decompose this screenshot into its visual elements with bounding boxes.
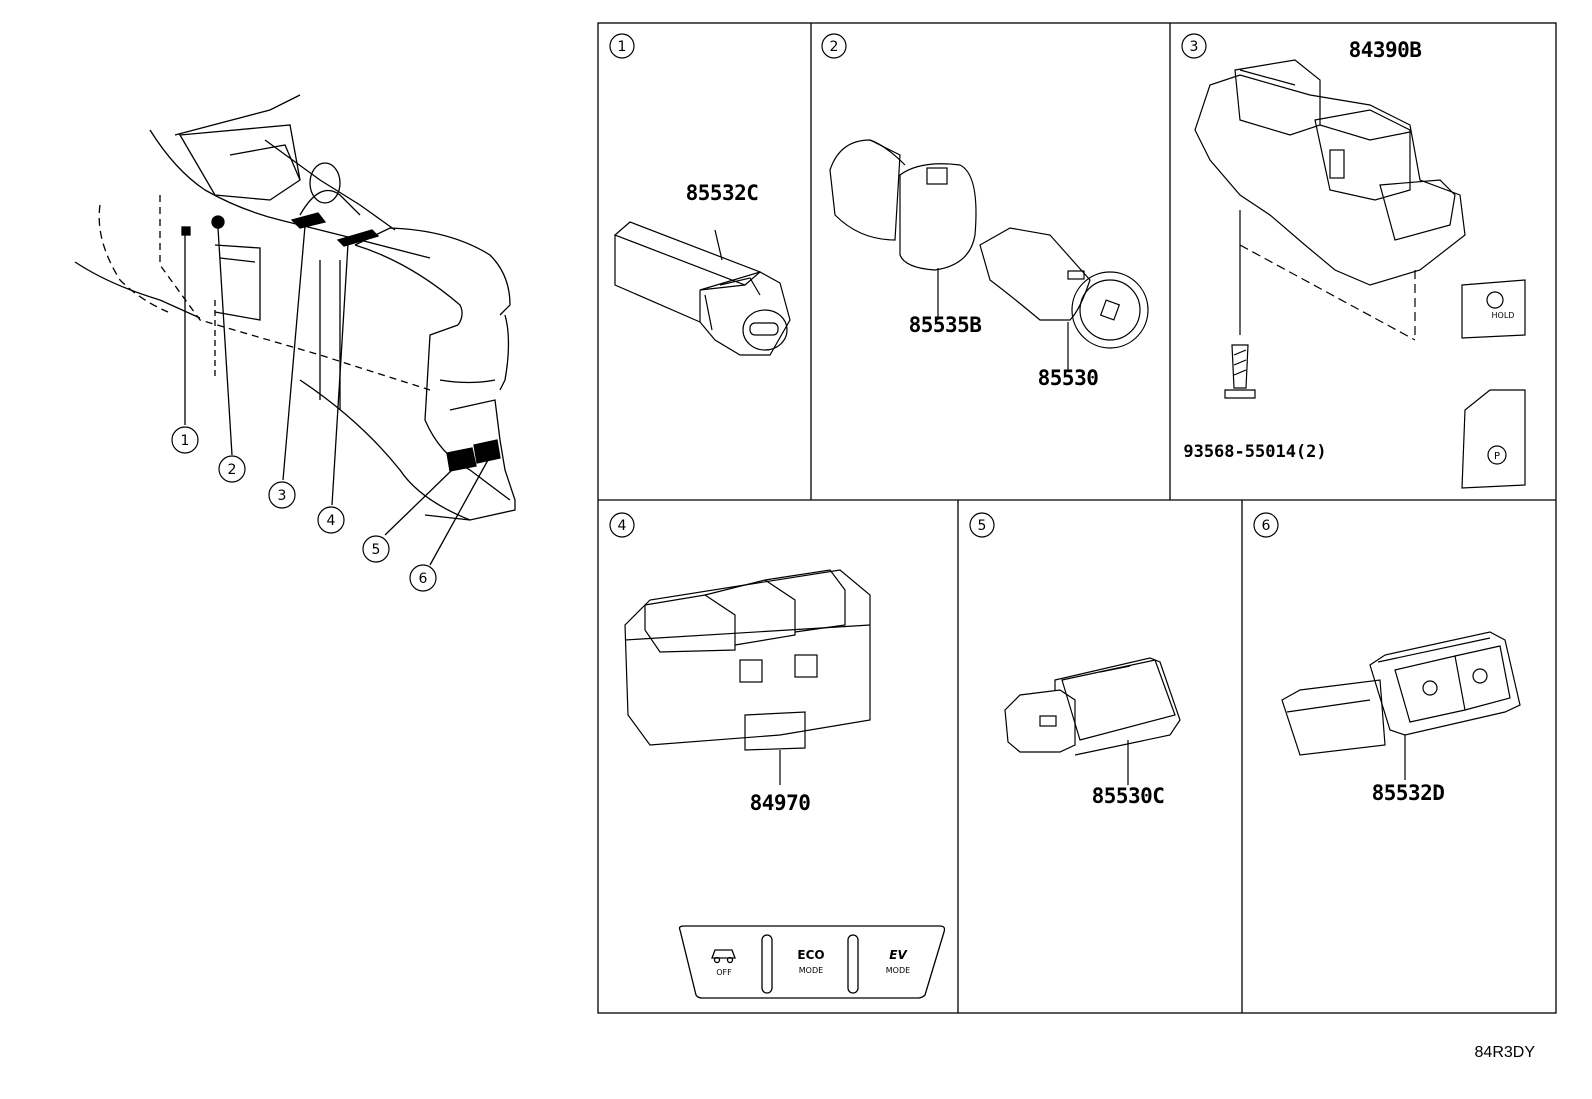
console-overview-illustration	[74, 94, 516, 566]
mode-switch-illustration	[624, 569, 871, 785]
callout-label-4: 4	[327, 513, 336, 529]
eco-button-title: ECO	[797, 948, 824, 962]
callout-label-3: 3	[278, 488, 287, 504]
hold-icon	[1486, 291, 1504, 309]
ev-button-sub: MODE	[886, 966, 910, 975]
panel-1-number: 1	[618, 39, 627, 55]
mode-button-1-label: OFF	[716, 968, 732, 977]
diagram-reference-code: 84R3DY	[1475, 1044, 1536, 1061]
part-84970-label: 84970	[750, 791, 811, 815]
traction-off-icon	[711, 949, 736, 964]
overview-callouts	[171, 426, 437, 592]
part-85532D-label: 85532D	[1372, 781, 1445, 805]
callout-label-1: 1	[181, 433, 190, 449]
part-85535B-label: 85535B	[909, 313, 982, 337]
eco-button-sub: MODE	[799, 966, 823, 975]
outlet-85530C-illustration	[1004, 657, 1181, 785]
dual-usb-85532D-illustration	[1281, 631, 1521, 780]
part-93568-55014-label: 93568-55014(2)	[1183, 442, 1326, 462]
hold-switch-label: HOLD	[1492, 311, 1515, 320]
part-85532C-label: 85532C	[686, 181, 759, 205]
part-85530C-label: 85530C	[1092, 784, 1165, 808]
panel-number-circles	[609, 33, 1279, 538]
power-outlet-illustration	[829, 139, 1149, 370]
callout-label-6: 6	[419, 571, 428, 587]
callout-label-2: 2	[228, 462, 237, 478]
part-85530-label: 85530	[1038, 366, 1099, 390]
panel-6-number: 6	[1262, 518, 1271, 534]
parking-brake-switch-illustration	[1194, 59, 1526, 489]
panel-4-number: 4	[618, 518, 627, 534]
mode-button-face	[678, 925, 946, 999]
panel-2-number: 2	[830, 39, 839, 55]
callout-label-5: 5	[372, 542, 381, 558]
parking-brake-icon: P	[1487, 445, 1507, 465]
panel-grid-frame	[597, 22, 1557, 1014]
part-84390B-label: 84390B	[1349, 38, 1422, 62]
panel-5-number: 5	[978, 518, 987, 534]
ev-button-title: EV	[889, 948, 908, 962]
usb-socket-illustration	[613, 221, 791, 356]
svg-text:P: P	[1494, 451, 1500, 462]
panel-3-number: 3	[1190, 39, 1199, 55]
